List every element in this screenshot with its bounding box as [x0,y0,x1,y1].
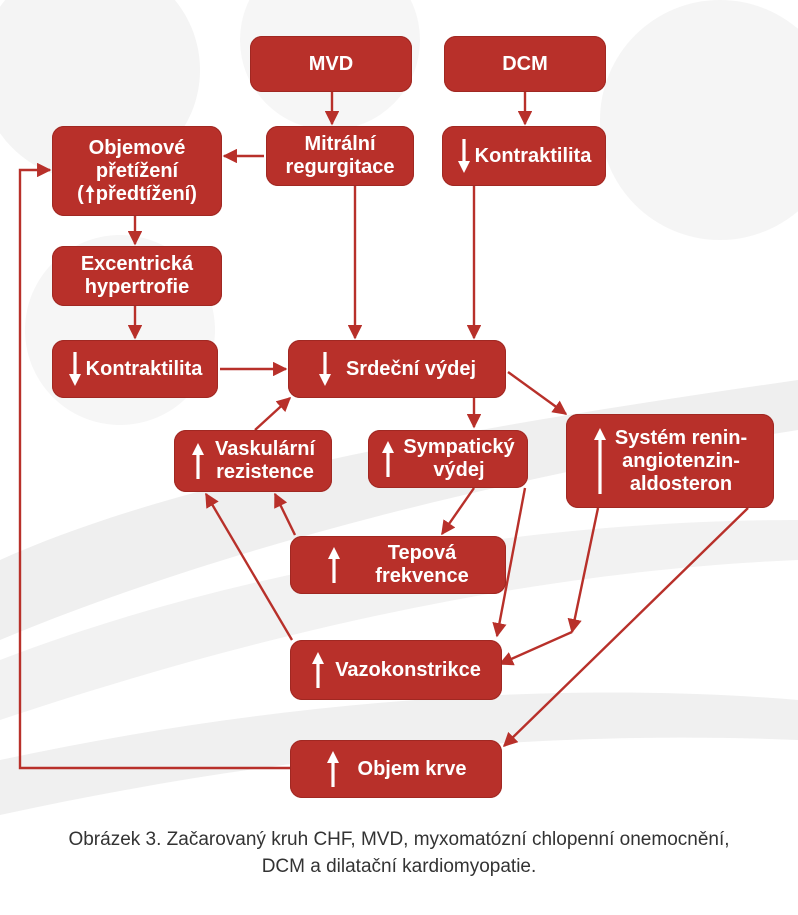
node-contractility-top: Kontraktilita [442,126,606,186]
node-raas: Systém renin- angiotenzin- aldosteron [566,414,774,508]
node-sympathetic-output: Sympatický výdej [368,430,528,488]
node-mitral-regurgitation: Mitrální regurgitace [266,126,414,186]
up-arrow-icon [191,443,204,479]
node-vasoconstriction-label: Vazokonstrikce [335,658,481,681]
arrow-heartrate-vascular [273,492,297,536]
figure-caption: Obrázek 3. Začarovaný kruh CHF, MVD, myx… [0,826,798,880]
node-eccentric-label: Excentrická hypertrofie [80,253,194,298]
node-mvd: MVD [250,36,412,92]
down-arrow-icon [68,352,81,386]
arrow-raas-vasoconstriction [567,507,600,634]
arrow-bloodvolume-overload [18,162,290,770]
node-overload-paren: ( [77,182,84,205]
node-heart-rate-label: Tepová frekvence [375,542,469,587]
up-arrow-icon [326,751,339,787]
up-arrow-icon [593,428,606,494]
up-arrow-icon [85,185,95,203]
node-vasoconstriction: Vazokonstrikce [290,640,502,700]
node-contractility-left: Kontraktilita [52,340,218,398]
node-cardiac-output: Srdeční výdej [288,340,506,398]
node-vascular-resistance: Vaskulární rezistence [174,430,332,492]
arrow-output-raas [507,371,568,415]
arrow-vascular-output [254,397,292,431]
up-arrow-icon [312,652,325,688]
node-eccentric-hypertrophy: Excentrická hypertrofie [52,246,222,306]
caption-line-2: DCM a dilatační kardiomyopatie. [261,856,537,877]
node-volume-overload: Objemové přetížení ( předtížení) [52,126,222,216]
node-dcm-label: DCM [502,52,548,75]
arrow-raas-bloodvolume [502,507,749,748]
arrow-raas-vasoconstriction-2 [498,630,573,666]
node-raas-label: Systém renin- angiotenzin- aldosteron [614,426,748,495]
node-mvd-label: MVD [308,52,354,75]
node-sympathetic-label: Sympatický výdej [403,436,515,481]
node-mitral-label: Mitrální regurgitace [285,133,395,178]
arrow-vasoconstriction-vascular [204,492,294,641]
node-dcm: DCM [444,36,606,92]
caption-line-1: Obrázek 3. Začarovaný kruh CHF, MVD, myx… [68,829,730,850]
node-vascular-label: Vaskulární rezistence [214,438,316,483]
node-overload-line1: Objemové [88,136,186,159]
node-blood-volume: Objem krve [290,740,502,798]
down-arrow-icon [318,352,331,386]
node-contractility-top-label: Kontraktilita [474,144,592,167]
node-heart-rate: Tepová frekvence [290,536,506,594]
node-overload-line3: předtížení) [95,182,197,205]
arrow-sympathetic-vasoconstriction [492,487,527,638]
node-overload-line2: přetížení [95,159,179,182]
up-arrow-icon [328,547,341,583]
up-arrow-icon [382,441,395,477]
node-blood-volume-label: Objem krve [357,757,467,780]
node-contractility-left-label: Kontraktilita [85,357,203,380]
arrow-sympathetic-heartrate [441,487,475,536]
node-cardiac-output-label: Srdeční výdej [345,357,477,380]
down-arrow-icon [457,139,470,173]
